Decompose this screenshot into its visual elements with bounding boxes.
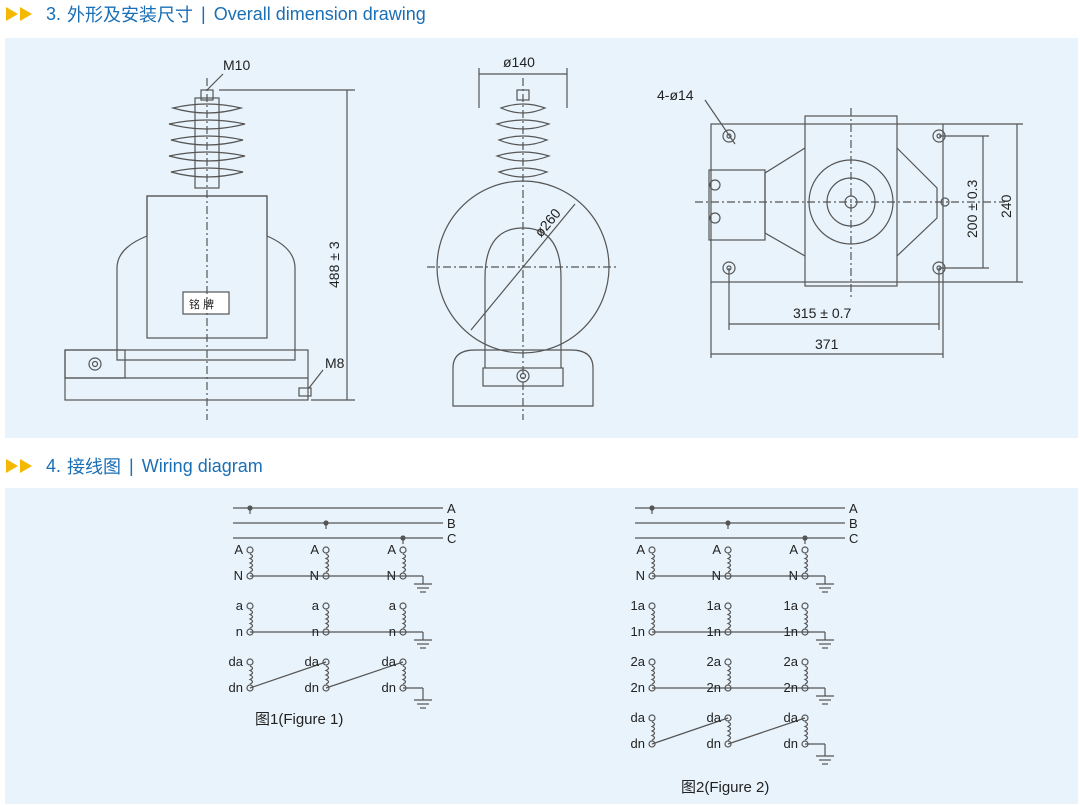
- double-arrow-icon: [6, 7, 32, 21]
- phase-label: C: [849, 531, 858, 546]
- double-arrow-icon: [6, 459, 32, 473]
- section-title-en: Overall dimension drawing: [213, 3, 426, 24]
- dim-spacing-v: 200 ± 0.3: [964, 180, 980, 238]
- section-header-dimension: 3. 外形及安装尺寸 | Overall dimension drawing: [0, 0, 1080, 28]
- terminal-label: 2n: [784, 680, 798, 695]
- title-separator: |: [201, 3, 206, 24]
- dim-holes: 4-ø14: [657, 87, 694, 103]
- side-view: [427, 68, 619, 420]
- terminal-label: N: [310, 568, 319, 583]
- front-view: [64, 73, 355, 420]
- terminal-label: 1n: [707, 624, 721, 639]
- title-separator: |: [129, 455, 134, 476]
- terminal-label: dn: [305, 680, 319, 695]
- terminal-label: A: [636, 542, 645, 557]
- terminal-label: A: [712, 542, 721, 557]
- dim-thread-base: M8: [325, 355, 345, 371]
- terminal-label: dn: [382, 680, 396, 695]
- wiring-lines: [233, 505, 845, 765]
- terminal-label: n: [236, 624, 243, 639]
- figure-1-caption: 图1(Figure 1): [255, 711, 343, 728]
- phase-label: A: [447, 501, 456, 516]
- figure-2-caption: 图2(Figure 2): [681, 779, 769, 796]
- terminal-label: 2a: [631, 654, 646, 669]
- phase-label: B: [447, 516, 456, 531]
- terminal-label: 1n: [631, 624, 645, 639]
- terminal-label: n: [389, 624, 396, 639]
- terminal-label: N: [387, 568, 396, 583]
- dimension-drawing: M10 铭 牌 M8 488 ± 3 ø140 ø260 4-ø14 200 ±…: [64, 54, 1023, 420]
- terminal-label: 2n: [631, 680, 645, 695]
- section-number: 3.: [46, 3, 62, 24]
- terminal-label: 2n: [707, 680, 721, 695]
- dim-width: ø140: [503, 54, 535, 70]
- dim-spacing-h: 315 ± 0.7: [793, 305, 851, 321]
- dim-depth: 240: [998, 194, 1014, 218]
- terminal-label: N: [712, 568, 721, 583]
- terminal-label: dn: [631, 736, 645, 751]
- dim-length: 371: [815, 336, 839, 352]
- section-title-cn: 外形及安装尺寸: [67, 5, 194, 25]
- terminal-label: 2a: [784, 654, 799, 669]
- terminal-label: a: [236, 598, 244, 613]
- wiring-diagram: ABCANANANananandadndadndadnABCANANAN1a1n…: [229, 501, 859, 796]
- terminal-label: da: [229, 654, 244, 669]
- phase-label: B: [849, 516, 858, 531]
- terminal-label: n: [312, 624, 319, 639]
- terminal-label: da: [305, 654, 320, 669]
- section-number: 4.: [46, 455, 62, 476]
- terminal-label: A: [789, 542, 798, 557]
- terminal-label: 1a: [784, 598, 799, 613]
- terminal-label: da: [382, 654, 397, 669]
- terminal-label: da: [707, 710, 722, 725]
- dim-thread-top: M10: [223, 57, 250, 73]
- terminal-label: a: [312, 598, 320, 613]
- top-view: [695, 99, 1023, 358]
- terminal-label: 1a: [631, 598, 646, 613]
- terminal-label: A: [387, 542, 396, 557]
- phase-label: A: [849, 501, 858, 516]
- terminal-label: dn: [229, 680, 243, 695]
- wiring-labels: ABCANANANananandadndadndadnABCANANAN1a1n…: [229, 501, 859, 751]
- terminal-label: N: [789, 568, 798, 583]
- terminal-label: N: [636, 568, 645, 583]
- section-title-cn: 接线图: [67, 457, 122, 477]
- terminal-label: da: [631, 710, 646, 725]
- section-header-wiring: 4. 接线图 | Wiring diagram: [0, 452, 1080, 480]
- terminal-label: da: [784, 710, 799, 725]
- terminal-label: dn: [707, 736, 721, 751]
- terminal-label: N: [234, 568, 243, 583]
- section-title-en: Wiring diagram: [141, 455, 263, 476]
- terminal-label: 1n: [784, 624, 798, 639]
- terminal-label: dn: [784, 736, 798, 751]
- dimension-drawing-panel: M10 铭 牌 M8 488 ± 3 ø140 ø260 4-ø14 200 ±…: [5, 38, 1078, 438]
- dim-height: 488 ± 3: [326, 241, 342, 288]
- terminal-label: A: [234, 542, 243, 557]
- terminal-label: a: [389, 598, 397, 613]
- nameplate-label: 铭 牌: [189, 297, 214, 311]
- phase-label: C: [447, 531, 456, 546]
- terminal-label: 1a: [707, 598, 722, 613]
- terminal-label: 2a: [707, 654, 722, 669]
- terminal-label: A: [310, 542, 319, 557]
